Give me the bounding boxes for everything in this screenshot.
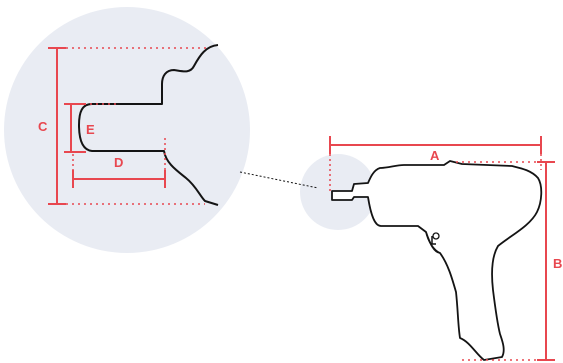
detail-anvil-outline — [78, 44, 219, 206]
leader-line — [239, 171, 319, 189]
trigger-outline — [425, 231, 441, 254]
dimension-d — [72, 138, 166, 188]
dimension-e — [64, 103, 120, 153]
dimension-label-c: C — [38, 119, 48, 134]
impact-wrench-outline — [331, 160, 543, 361]
dimension-label-b: B — [553, 256, 562, 271]
dimension-label-a: A — [430, 148, 440, 163]
dimension-a — [329, 136, 542, 192]
dimension-b — [456, 161, 555, 361]
dimension-c — [48, 47, 210, 205]
dimension-label-e: E — [86, 122, 95, 137]
trigger-detail-dot — [432, 232, 440, 240]
dimension-label-d: D — [114, 155, 123, 170]
detail-zoom-circle — [4, 7, 250, 253]
